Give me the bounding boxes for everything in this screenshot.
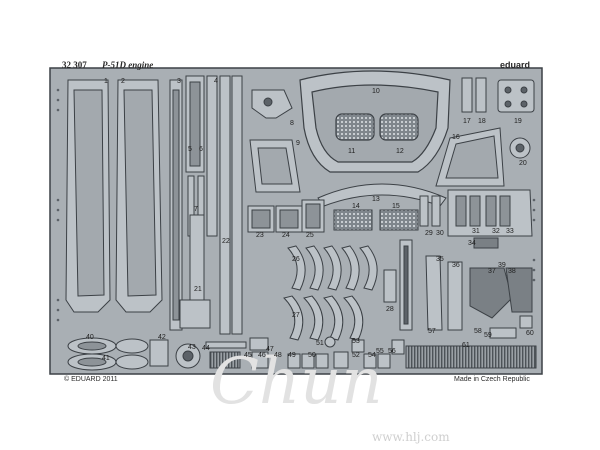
part-22-rail <box>219 75 243 335</box>
part-number-13: 13 <box>372 196 380 203</box>
part-2-panel <box>115 79 163 313</box>
part-number-52: 52 <box>352 352 360 359</box>
part-61-grille <box>405 345 537 369</box>
part-44-58-small-parts <box>205 336 405 369</box>
part-9-plate <box>249 139 301 193</box>
part-number-23: 23 <box>256 232 264 239</box>
part-number-27: 27 <box>292 312 300 319</box>
part-number-47: 47 <box>266 346 274 353</box>
part-number-9: 9 <box>296 140 300 147</box>
part-28-30-strips <box>383 195 441 331</box>
part-number-6: 6 <box>199 146 203 153</box>
part-number-31: 31 <box>472 228 480 235</box>
watermark-script: Chun <box>210 345 383 419</box>
part-number-10: 10 <box>372 88 380 95</box>
part-number-53: 53 <box>352 338 360 345</box>
part-4-rail <box>185 75 205 173</box>
fret-title: P-51D engine <box>102 60 154 70</box>
part-number-12: 12 <box>396 148 404 155</box>
part-3-rail <box>169 79 183 331</box>
part-number-25: 25 <box>306 232 314 239</box>
fret-code: 32 307 <box>62 60 87 70</box>
part-number-15: 15 <box>392 203 400 210</box>
part-14-15-mesh <box>333 209 419 231</box>
fret-edge-marks <box>56 88 536 322</box>
part-31-34-panel <box>447 189 533 249</box>
part-number-1: 1 <box>104 78 108 85</box>
part-number-21: 21 <box>194 286 202 293</box>
part-number-26: 26 <box>292 256 300 263</box>
part-number-8: 8 <box>290 120 294 127</box>
part-number-59: 59 <box>484 332 492 339</box>
part-40-41-ovals <box>67 337 149 371</box>
part-35-38-brackets <box>425 255 533 331</box>
copyright-label: © EDUARD 2011 <box>64 376 118 383</box>
part-10-hood <box>299 70 451 173</box>
part-number-28: 28 <box>386 306 394 313</box>
part-number-19: 19 <box>514 118 522 125</box>
part-number-17: 17 <box>463 118 471 125</box>
part-number-56: 56 <box>388 348 396 355</box>
part-number-51: 51 <box>316 340 324 347</box>
part-20-disc <box>509 137 531 159</box>
part-16-plate <box>435 127 505 187</box>
part-number-2: 2 <box>121 78 125 85</box>
part-5-7-rails <box>187 75 218 237</box>
part-number-60: 60 <box>526 330 534 337</box>
part-number-50: 50 <box>308 352 316 359</box>
part-number-18: 18 <box>478 118 486 125</box>
part-27-exhaust-fingers <box>283 295 364 341</box>
part-number-46: 46 <box>258 352 266 359</box>
part-number-37: 37 <box>488 268 496 275</box>
part-number-55: 55 <box>376 348 384 355</box>
part-number-58: 58 <box>474 328 482 335</box>
part-8-bracket <box>251 89 293 119</box>
part-number-5: 5 <box>188 146 192 153</box>
part-number-32: 32 <box>492 228 500 235</box>
part-number-11: 11 <box>348 148 356 155</box>
part-number-34: 34 <box>468 240 476 247</box>
part-number-33: 33 <box>506 228 514 235</box>
part-39-60-small <box>489 315 533 339</box>
part-number-48: 48 <box>274 352 282 359</box>
part-number-54: 54 <box>368 352 376 359</box>
part-number-24: 24 <box>282 232 290 239</box>
part-number-43: 43 <box>188 344 196 351</box>
part-number-45: 45 <box>244 352 252 359</box>
part-number-38: 38 <box>508 268 516 275</box>
part-number-49: 49 <box>288 352 296 359</box>
part-number-61: 61 <box>462 342 470 349</box>
part-number-3: 3 <box>177 78 181 85</box>
part-number-42: 42 <box>158 334 166 341</box>
part-19-plate <box>497 79 535 113</box>
part-42-43-discs <box>149 339 201 369</box>
part-number-14: 14 <box>352 203 360 210</box>
part-number-44: 44 <box>202 345 210 352</box>
part-number-41: 41 <box>102 355 110 362</box>
part-23-25-boxes <box>247 199 325 233</box>
part-number-16: 16 <box>452 134 460 141</box>
part-17-18-strips <box>461 77 487 113</box>
part-number-22: 22 <box>222 238 230 245</box>
part-number-40: 40 <box>86 334 94 341</box>
part-number-29: 29 <box>425 230 433 237</box>
part-number-39: 39 <box>498 262 506 269</box>
made-in-label: Made in Czech Republic <box>454 376 530 383</box>
part-21-bracket <box>179 214 211 329</box>
part-number-57: 57 <box>428 328 436 335</box>
part-number-30: 30 <box>436 230 444 237</box>
part-number-4: 4 <box>214 78 218 85</box>
part-1-panel <box>65 79 111 313</box>
part-26-exhaust-fingers <box>287 245 378 291</box>
part-number-20: 20 <box>519 160 527 167</box>
part-number-36: 36 <box>452 262 460 269</box>
watermark-url: www.hlj.com <box>372 430 450 444</box>
part-number-7: 7 <box>194 206 198 213</box>
brand-label: eduard <box>500 60 531 70</box>
part-number-35: 35 <box>436 256 444 263</box>
